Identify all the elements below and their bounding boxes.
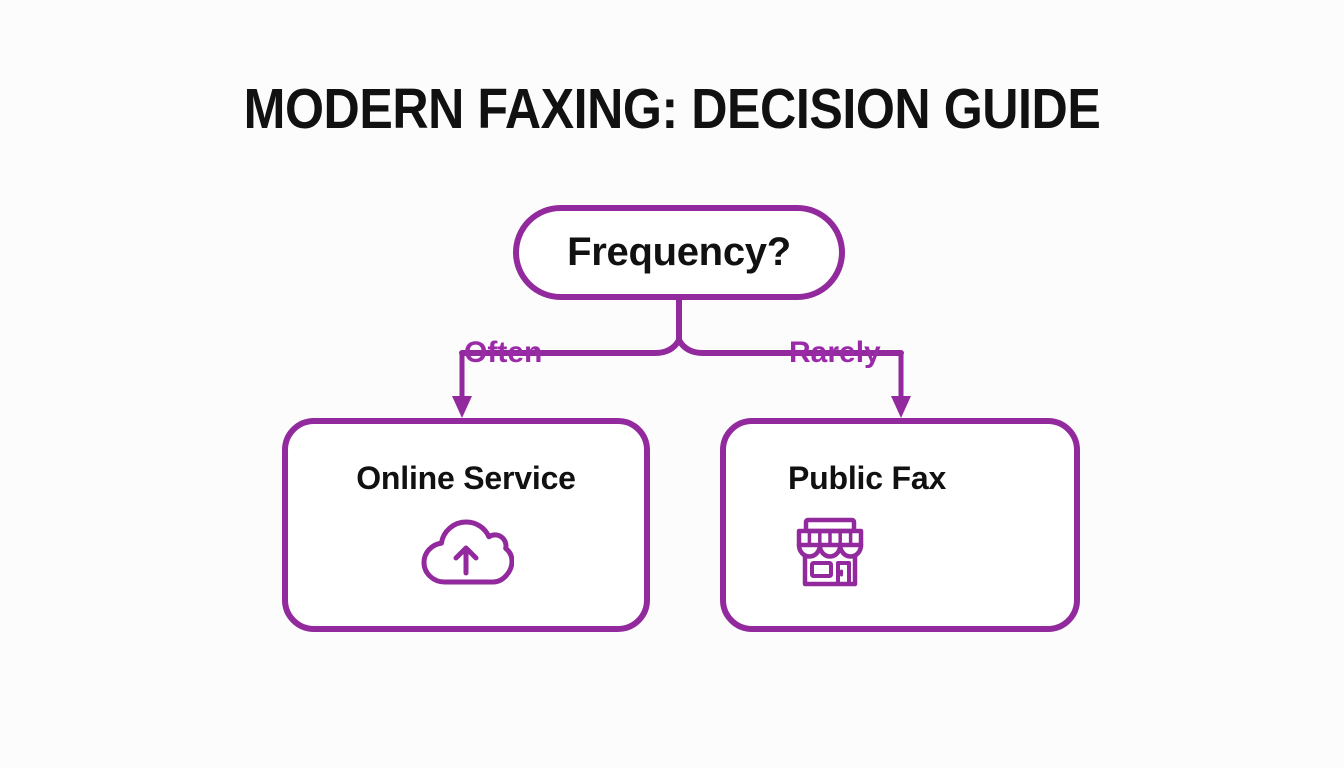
outcome-node-online-service[interactable]: Online Service [282,418,650,632]
outcome-content-right: Public Fax [726,424,1074,626]
outcome-content-left: Online Service [288,424,644,626]
storefront-icon [794,515,866,589]
cloud-upload-icon [418,515,515,589]
outcome-node-public-fax[interactable]: Public Fax [720,418,1080,632]
branch-label-often: Often [464,336,543,369]
decision-node-frequency[interactable]: Frequency? [513,205,845,300]
decision-node-label: Frequency? [567,230,791,274]
arrow-head-left [452,396,472,418]
outcome-label-online-service: Online Service [356,460,576,496]
outcome-label-public-fax: Public Fax [788,460,947,496]
branch-label-rarely: Rarely [789,336,881,369]
arrow-head-right [891,396,911,418]
page-title: MODERN FAXING: DECISION GUIDE [243,77,1101,141]
